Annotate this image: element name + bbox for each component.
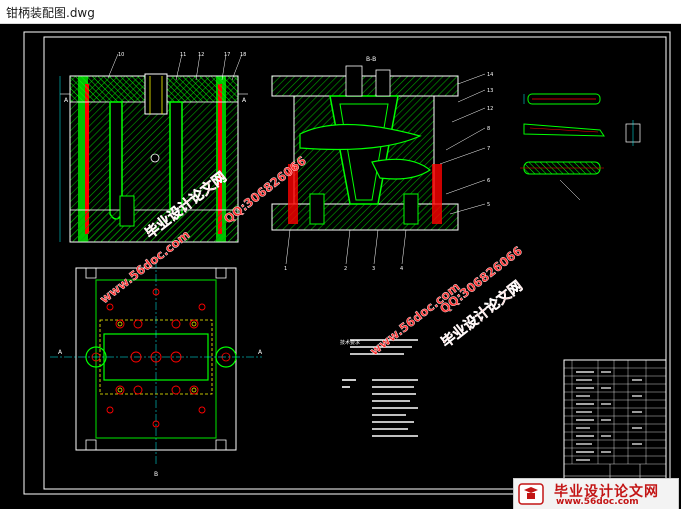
product-detail-views: [520, 93, 641, 201]
part-no-1: 1: [284, 266, 287, 272]
part-no-7: 7: [487, 146, 490, 152]
part-no-10: 10: [118, 52, 124, 58]
part-no-11: 11: [180, 52, 186, 58]
window-title: 钳柄装配图.dwg: [6, 6, 95, 20]
part-no-4: 4: [400, 266, 403, 272]
front-view-a-mark-left: A: [64, 97, 69, 104]
tech-req-title: 技术要求: [340, 339, 360, 346]
plan-b-mark: B: [154, 471, 158, 478]
section-bb-label: B-B: [366, 56, 376, 63]
side-section-view: B-B 14 13 12 8 7 6 5 1 2 3 4: [271, 56, 493, 272]
site-banner: 毕业设计论文网 www.56doc.com: [513, 478, 679, 509]
banner-site-name: 毕业设计论文网: [554, 484, 659, 500]
plan-a-mark-right: A: [258, 349, 263, 356]
plan-a-mark-left: A: [58, 349, 63, 356]
part-no-14: 14: [487, 72, 493, 78]
title-block: [563, 359, 667, 490]
drawing-canvas[interactable]: A A 10 11 12 17 18: [0, 24, 681, 509]
part-no-12: 12: [198, 52, 204, 58]
part-no-6: 6: [487, 178, 490, 184]
part-no-5: 5: [487, 202, 490, 208]
plan-view: A A B: [50, 260, 263, 478]
part-no-17: 17: [224, 52, 230, 58]
drawing-frame-outer: [23, 31, 671, 495]
front-section-view: A A 10 11 12 17 18: [59, 52, 248, 243]
part-no-8: 8: [487, 126, 490, 132]
part-no-3: 3: [372, 266, 375, 272]
drawing-frame-inner: [43, 36, 667, 490]
banner-site-url: www.56doc.com: [556, 497, 639, 507]
part-no-2: 2: [344, 266, 347, 272]
part-no-13: 13: [487, 88, 493, 94]
site-logo-icon: [518, 483, 544, 505]
window-titlebar: 钳柄装配图.dwg: [0, 0, 681, 24]
technical-requirements: 技术要求: [340, 339, 418, 437]
front-view-a-mark-right: A: [242, 97, 247, 104]
cad-viewport[interactable]: A A 10 11 12 17 18: [0, 24, 681, 509]
part-no-18: 18: [240, 52, 246, 58]
part-no-12b: 12: [487, 106, 493, 112]
